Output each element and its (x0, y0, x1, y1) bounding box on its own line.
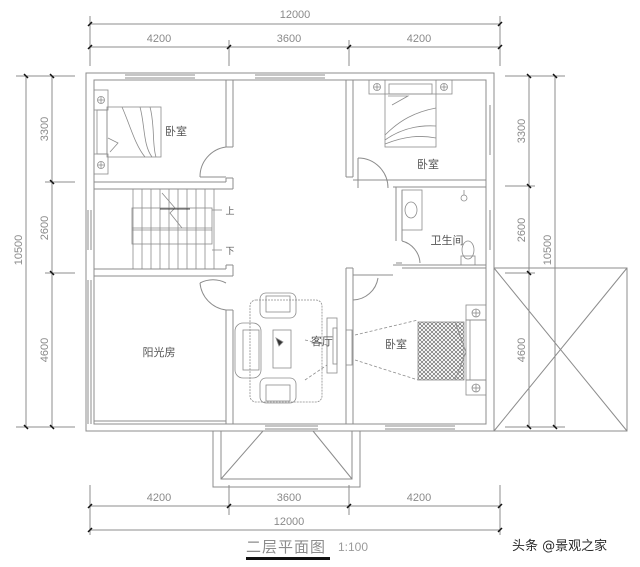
room-label-bedroom-nw: 卧室 (165, 124, 187, 138)
balcony-south (212, 430, 361, 488)
dim-top-2: 3600 (277, 33, 301, 45)
bottom-windows (265, 425, 455, 430)
dim-bottom-2: 3600 (277, 492, 301, 504)
dim-left-1: 3300 (39, 117, 51, 141)
dim-right-total: 10500 (542, 235, 554, 266)
dim-right-3: 4600 (516, 338, 528, 362)
top-windows (125, 74, 325, 79)
dim-top-total: 12000 (280, 9, 311, 21)
bed-ne (368, 79, 453, 148)
right-dimension (505, 73, 565, 430)
sofa-set (234, 292, 338, 404)
room-label-bedroom-se: 卧室 (385, 337, 407, 351)
dim-left-total: 10500 (13, 235, 25, 266)
dim-right-1: 3300 (516, 119, 528, 143)
stair-up-label: 上 (225, 206, 234, 217)
room-label-living-room: 客厅 (311, 334, 333, 348)
dim-bottom-1: 4200 (147, 492, 171, 504)
room-label-sunroom: 阳光房 (143, 345, 176, 359)
dim-bottom-total: 12000 (274, 516, 305, 528)
side-windows (87, 105, 491, 424)
room-label-bedroom-ne: 卧室 (417, 157, 439, 171)
dim-top-3: 4200 (407, 33, 431, 45)
room-label-bathroom: 卫生间 (431, 233, 464, 247)
title-underline (246, 557, 330, 560)
doors (199, 146, 421, 311)
stair-down-label: 下 (225, 247, 234, 257)
terrace-east (493, 267, 628, 432)
watermark: 头条 @景观之家 (512, 539, 608, 554)
dim-bottom-3: 4200 (407, 492, 431, 504)
dim-left-3: 4600 (39, 338, 51, 362)
dim-top-1: 4200 (147, 33, 171, 45)
top-dimension (87, 16, 503, 66)
drawing-scale: 1:100 (338, 540, 369, 554)
interior-walls (94, 80, 486, 424)
staircase (131, 189, 222, 269)
dim-left-2: 2600 (39, 216, 51, 240)
left-dimension (16, 73, 75, 430)
bottom-dimension (87, 485, 503, 535)
bed-se (345, 304, 487, 396)
bed-nw (93, 89, 162, 175)
bathroom-fixtures (401, 189, 476, 266)
drawing-title: 二层平面图 (246, 538, 327, 556)
dim-right-2: 2600 (516, 218, 528, 242)
